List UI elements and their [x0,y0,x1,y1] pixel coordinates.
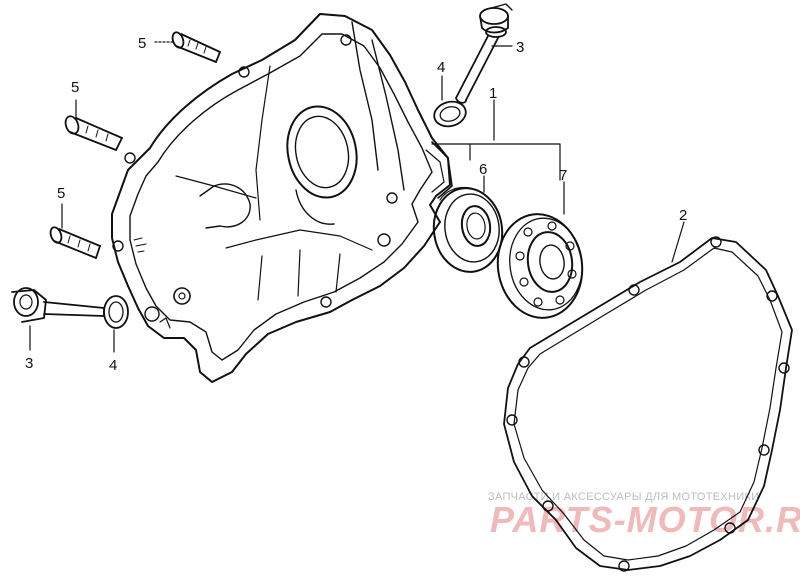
flange-bolt-middle [64,115,123,151]
watermark-tagline: ЗАПЧАСТИ И АКСЕССУАРЫ ДЛЯ МОТОТЕХНИКИ [488,491,759,503]
callout-4-bottom: 4 [109,357,117,374]
ball-bearing [496,213,584,319]
callout-4-top: 4 [437,59,445,76]
watermark-logo: PARTS-MOTOR.RU [490,499,800,540]
oil-filler-cap-bottom [11,287,105,323]
oil-filler-cap-top [455,3,513,104]
callout-3-bottom: 3 [25,355,33,372]
flange-bolt-lower [49,226,101,259]
callout-5-middle: 5 [71,79,79,96]
leader-lines [29,41,685,353]
o-ring-top [433,100,467,128]
cover-gasket [503,236,793,572]
oil-seal [432,186,504,273]
callouts: 5 5 5 3 3 4 4 1 6 7 2 [25,35,687,374]
callout-3-top: 3 [516,39,524,56]
crankcase-cover [111,13,453,383]
callout-5-lower: 5 [57,185,65,202]
callout-1: 1 [489,85,497,102]
callout-2: 2 [679,207,687,224]
o-ring-bottom [103,295,129,329]
callout-7: 7 [559,167,567,184]
callout-5-top: 5 [138,35,146,52]
flange-bolt-top [171,31,221,63]
callout-6: 6 [479,161,487,178]
